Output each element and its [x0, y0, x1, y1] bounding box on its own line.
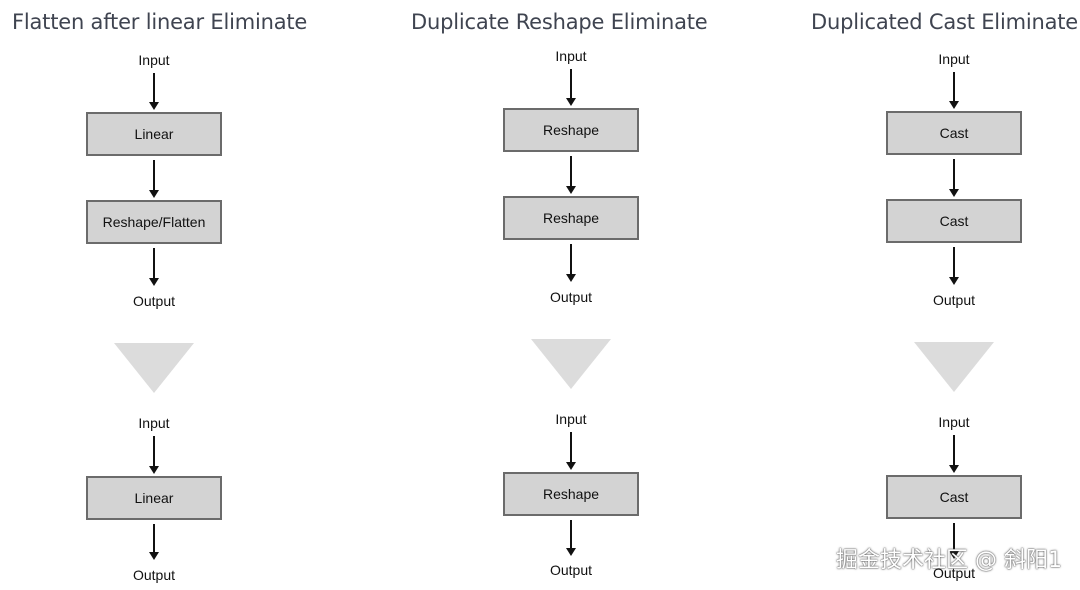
after-node-1: Cast [886, 475, 1022, 519]
before-node-2: Reshape [503, 196, 639, 240]
before-node-1: Reshape [503, 108, 639, 152]
title-duplicated-cast: Duplicated Cast Eliminate [811, 10, 1078, 34]
watermark: 掘金技术社区 @ 斜阳1 [836, 548, 1062, 573]
before-node-1: Linear [86, 112, 222, 156]
before-node-2: Reshape/Flatten [86, 200, 222, 244]
diagram-column-1: Input Linear Reshape/Flatten Output Inpu… [74, 0, 234, 590]
title-duplicate-reshape: Duplicate Reshape Eliminate [411, 10, 708, 34]
after-node-1: Linear [86, 476, 222, 520]
before-output-label: Output [549, 289, 593, 305]
after-output-label: Output [932, 565, 976, 581]
before-node-1: Cast [886, 111, 1022, 155]
after-input-label: Input [138, 415, 170, 431]
transform-down-arrow-icon [531, 339, 611, 389]
before-input-label: Input [938, 51, 970, 67]
after-output-label: Output [549, 562, 593, 578]
diagram-column-2: Input Reshape Reshape Output Input Resha… [491, 0, 651, 590]
title-flatten-after-linear: Flatten after linear Eliminate [12, 10, 308, 34]
after-input-label: Input [938, 414, 970, 430]
after-output-label: Output [132, 567, 176, 583]
diagram-column-3: Input Cast Cast Output Input Cast Output [874, 0, 1034, 590]
before-input-label: Input [555, 48, 587, 64]
transform-down-arrow-icon [914, 342, 994, 392]
before-output-label: Output [932, 292, 976, 308]
before-node-2: Cast [886, 199, 1022, 243]
before-output-label: Output [132, 293, 176, 309]
before-input-label: Input [138, 52, 170, 68]
after-node-1: Reshape [503, 472, 639, 516]
after-input-label: Input [555, 411, 587, 427]
transform-down-arrow-icon [114, 343, 194, 393]
